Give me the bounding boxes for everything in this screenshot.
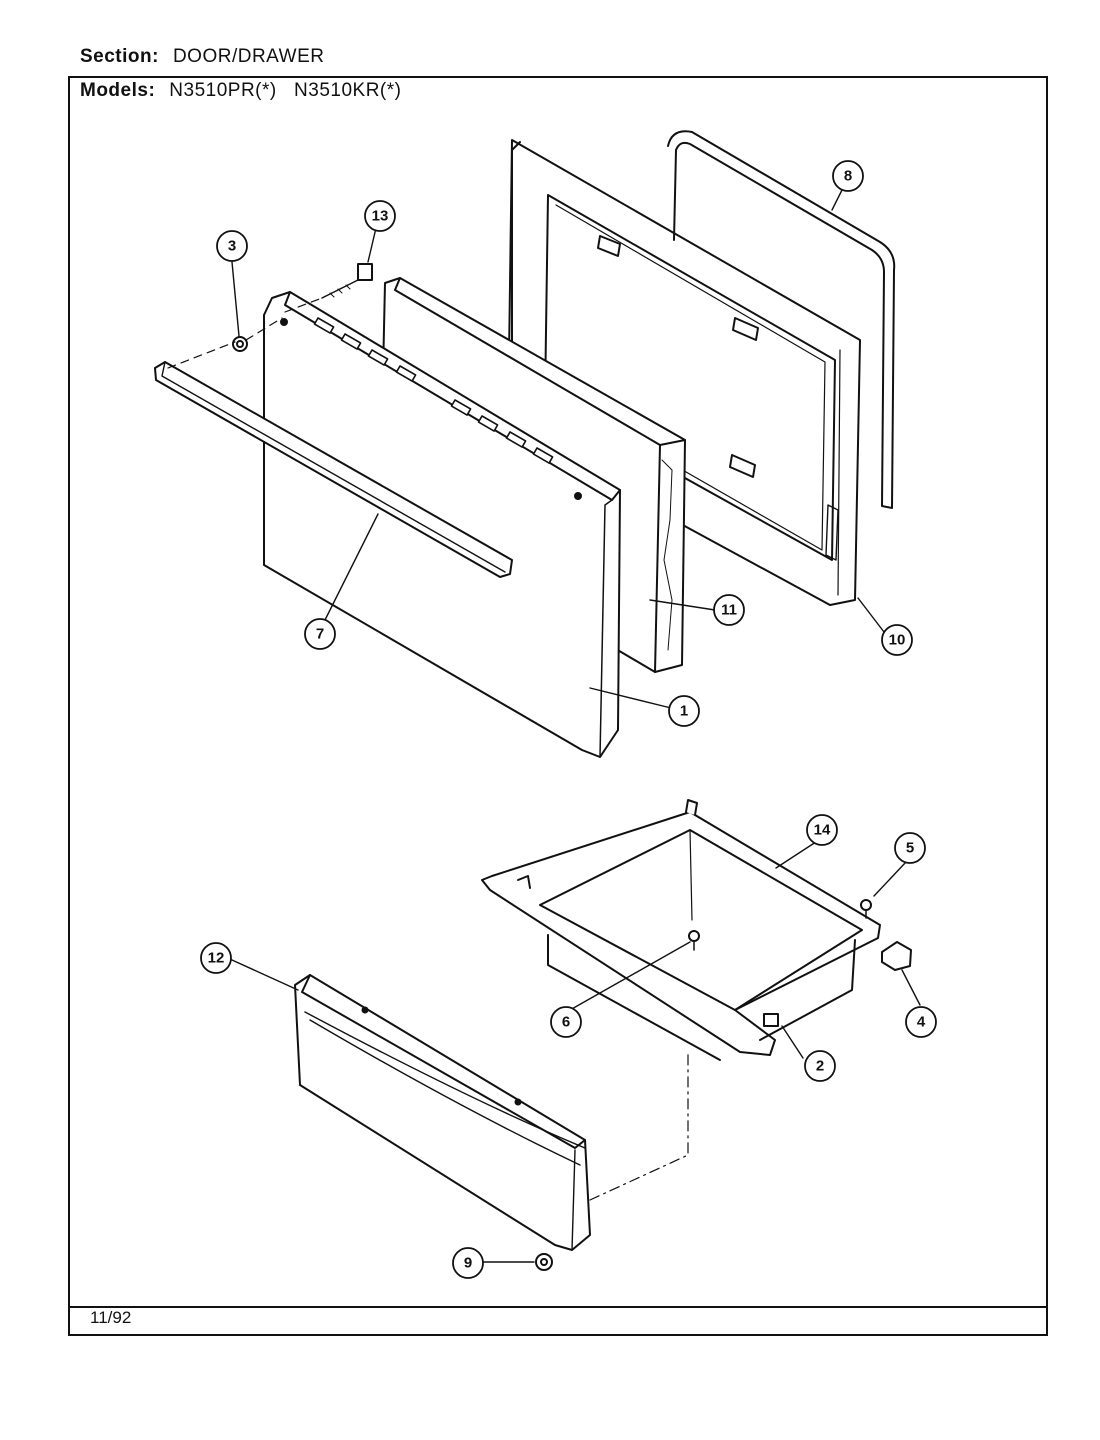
callout-4: 4 [905,1006,937,1038]
callout-5: 5 [894,832,926,864]
callout-9: 9 [452,1247,484,1279]
footer-divider [68,1306,1048,1308]
section-line: Section: DOOR/DRAWER [80,46,324,68]
models-value: N3510PR(*) N3510KR(*) [169,80,402,101]
svg-text:7: 7 [316,626,324,643]
models-line: Models: N3510PR(*) N3510KR(*) [80,80,401,102]
callout-10: 10 [881,624,913,656]
callout-3: 3 [216,230,248,262]
svg-text:1: 1 [680,703,688,720]
revision-date: 11/92 [90,1308,132,1327]
svg-text:5: 5 [906,840,914,857]
callout-11: 11 [713,594,745,626]
screw-13 [321,263,373,299]
callout-8: 8 [832,160,864,192]
callout-13: 13 [364,200,396,232]
svg-text:14: 14 [814,822,831,839]
callout-7: 7 [304,618,336,650]
leader-lines [231,189,921,1263]
glide-clip-2 [763,1013,779,1027]
screw-6 [688,930,700,951]
svg-text:4: 4 [917,1014,926,1031]
nut-3 [232,336,248,352]
drawer-stop-4 [881,941,912,971]
svg-text:13: 13 [372,208,389,225]
door-gasket [667,130,896,509]
nut-9 [535,1253,553,1271]
callout-1: 1 [668,695,700,727]
svg-text:9: 9 [464,1255,472,1272]
svg-text:2: 2 [816,1058,824,1075]
section-value: DOOR/DRAWER [172,46,325,67]
door-handle [154,361,513,578]
callout-14: 14 [806,814,838,846]
screw-5 [860,899,872,919]
drawer-front [294,974,591,1251]
callout-6: 6 [550,1006,582,1038]
drawer-body [481,799,881,1061]
svg-text:11: 11 [721,602,737,619]
models-label: Models: [80,80,156,101]
svg-text:3: 3 [228,238,236,255]
svg-text:6: 6 [562,1014,570,1031]
diagram-frame [68,76,1048,1336]
callout-12: 12 [200,942,232,974]
svg-text:12: 12 [208,950,225,967]
svg-text:10: 10 [889,632,906,649]
section-label: Section: [80,46,159,67]
svg-text:8: 8 [844,168,852,185]
callout-2: 2 [804,1050,836,1082]
